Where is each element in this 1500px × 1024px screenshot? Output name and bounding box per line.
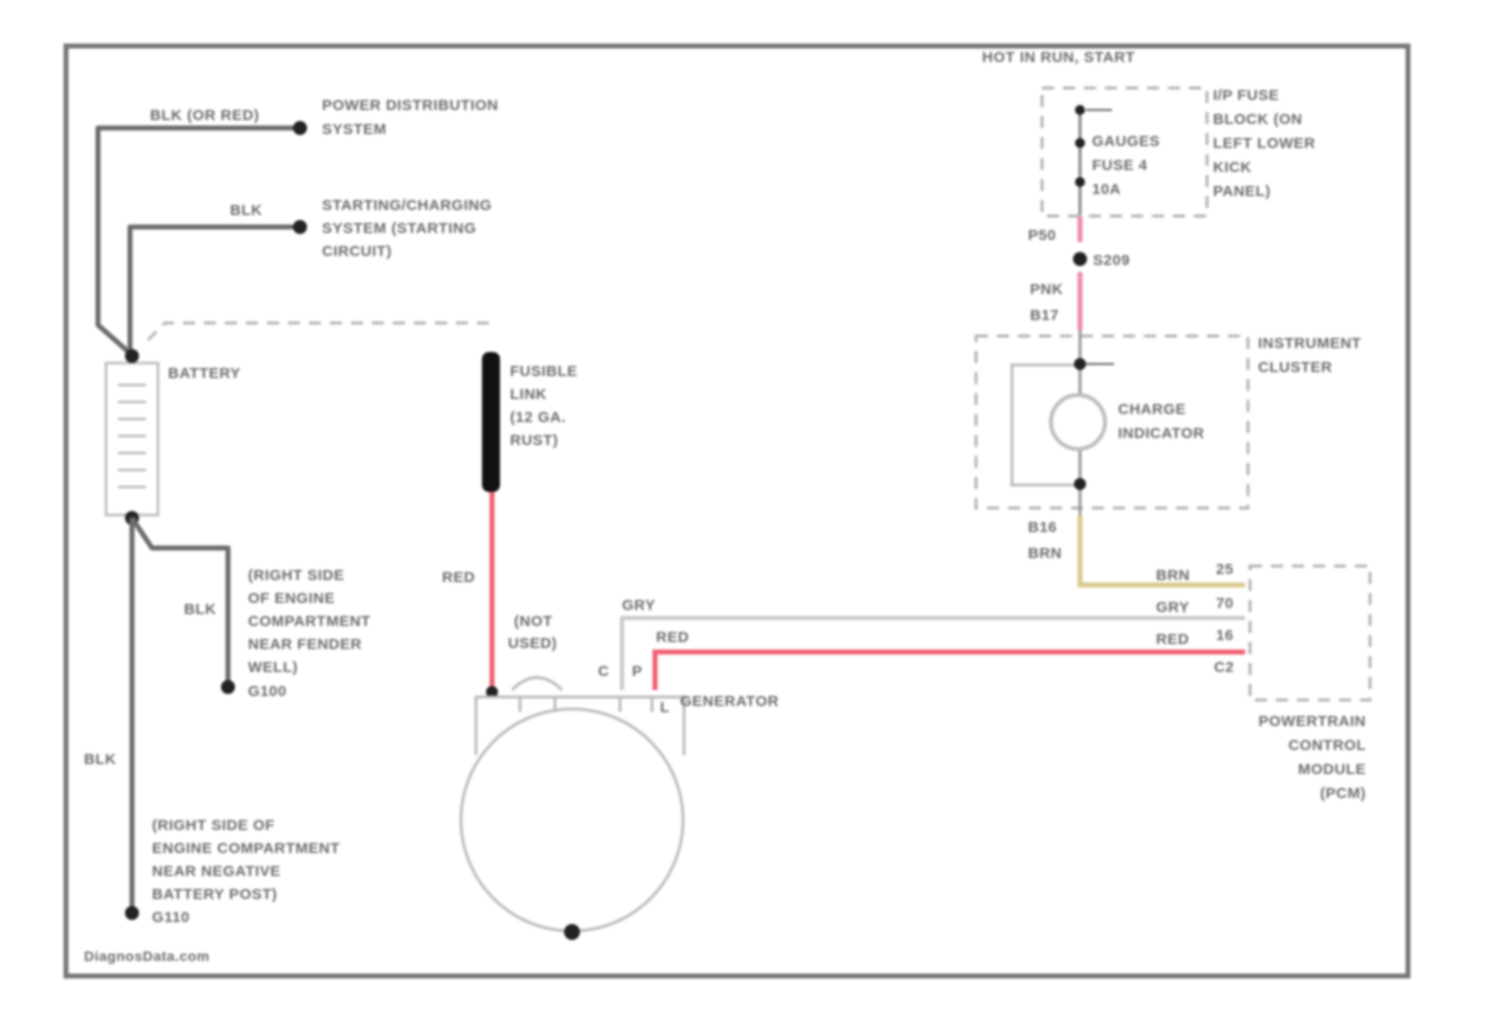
label-g110-2: ENGINE COMPARTMENT	[152, 840, 340, 857]
label-pcm-pin-1: 70	[1216, 595, 1234, 612]
label-pcm-pin-2: 16	[1216, 627, 1234, 644]
fuse-node-1	[1075, 105, 1085, 115]
connector-starting-circuit	[293, 220, 307, 234]
label-g100-1: (RIGHT SIDE	[248, 567, 344, 584]
label-g110-1: (RIGHT SIDE OF	[152, 817, 275, 834]
label-g110-5: G110	[152, 909, 190, 926]
ground-g100-icon	[221, 680, 235, 694]
label-fusible-2: LINK	[510, 386, 547, 403]
label-battery: BATTERY	[168, 365, 241, 382]
label-charge-1: CHARGE	[1118, 401, 1186, 418]
label-gauges-2: FUSE 4	[1092, 157, 1148, 174]
label-red-fusible: RED	[442, 569, 475, 586]
label-pcm-4: (PCM)	[1320, 785, 1366, 802]
label-g110-3: NEAR NEGATIVE	[152, 863, 281, 880]
label-blk-or-red: BLK (OR RED)	[150, 107, 259, 124]
label-cluster-2: CLUSTER	[1258, 359, 1332, 376]
label-fuse-block-3: LEFT LOWER	[1213, 135, 1316, 152]
label-pcm-wire-color-2: RED	[1156, 631, 1189, 648]
label-g100-2: OF ENGINE	[248, 590, 335, 607]
label-p50: P50	[1028, 227, 1056, 244]
label-pcm-1: POWERTRAIN	[1259, 713, 1367, 730]
label-starting-1: STARTING/CHARGING	[322, 197, 492, 214]
label-g110-4: BATTERY POST)	[152, 886, 277, 903]
label-pcm-wire-color-0: BRN	[1156, 567, 1190, 584]
label-generator: GENERATOR	[680, 693, 779, 710]
fusible-link-icon	[482, 352, 500, 492]
label-g100-4: NEAR FENDER	[248, 636, 362, 653]
label-brn: BRN	[1028, 545, 1062, 562]
label-fuse-block-5: PANEL)	[1213, 183, 1271, 200]
generator-ground	[564, 924, 580, 940]
label-terminal-c: C	[598, 663, 609, 680]
label-fuse-block-4: KICK	[1213, 159, 1252, 176]
label-b16: B16	[1028, 519, 1057, 536]
label-blk: BLK	[230, 202, 262, 219]
cluster-node-bottom	[1074, 478, 1086, 490]
label-pcm-pin-0: 25	[1216, 561, 1234, 578]
label-b17: B17	[1030, 307, 1059, 324]
cluster-node-top	[1074, 358, 1086, 370]
label-fuse-block-2: BLOCK (ON	[1213, 111, 1303, 128]
label-fusible-4: RUST)	[510, 432, 558, 449]
charge-indicator-lamp-icon	[1051, 395, 1105, 449]
label-g100-3: COMPARTMENT	[248, 613, 371, 630]
label-red-generator: RED	[656, 629, 689, 646]
label-power-distribution-2: SYSTEM	[322, 121, 387, 138]
label-power-distribution-1: POWER DISTRIBUTION	[322, 97, 499, 114]
label-g100-6: G100	[248, 683, 287, 700]
label-fuse-block-1: I/P FUSE	[1213, 87, 1279, 104]
fuse-node-3	[1075, 177, 1085, 187]
label-terminal-l: L	[660, 699, 670, 716]
label-g100-5: WELL)	[248, 659, 298, 676]
label-cluster-1: INSTRUMENT	[1258, 335, 1361, 352]
watermark: DiagnosData.com	[84, 948, 210, 964]
label-starting-2: SYSTEM (STARTING	[322, 220, 476, 237]
label-fusible-3: (12 GA.	[510, 409, 566, 426]
label-gauges-3: 10A	[1092, 181, 1121, 198]
label-pcm-wire-color-1: GRY	[1156, 599, 1189, 616]
ground-g110-icon	[125, 906, 139, 920]
splice-s209	[1073, 252, 1087, 266]
label-fusible-1: FUSIBLE	[510, 363, 578, 380]
label-hot-in: HOT IN RUN, START	[982, 49, 1135, 66]
label-gry-generator: GRY	[622, 597, 655, 614]
label-s209: S209	[1093, 252, 1130, 269]
label-blk-g110: BLK	[84, 751, 116, 768]
label-charge-2: INDICATOR	[1118, 425, 1204, 442]
label-pcm-2: CONTROL	[1288, 737, 1366, 754]
battery-positive-terminal	[125, 349, 139, 363]
label-gauges-1: GAUGES	[1092, 133, 1160, 150]
label-pnk: PNK	[1030, 281, 1063, 298]
label-starting-3: CIRCUIT)	[322, 243, 392, 260]
label-blk-g100: BLK	[184, 601, 216, 618]
label-c2: C2	[1214, 659, 1234, 676]
label-not-used-2: USED)	[508, 635, 557, 652]
label-terminal-p: P	[632, 663, 643, 680]
connector-power-distribution	[293, 121, 307, 135]
fuse-node-2	[1075, 138, 1085, 148]
label-not-used-1: (NOT	[514, 613, 553, 630]
label-pcm-3: MODULE	[1298, 761, 1366, 778]
